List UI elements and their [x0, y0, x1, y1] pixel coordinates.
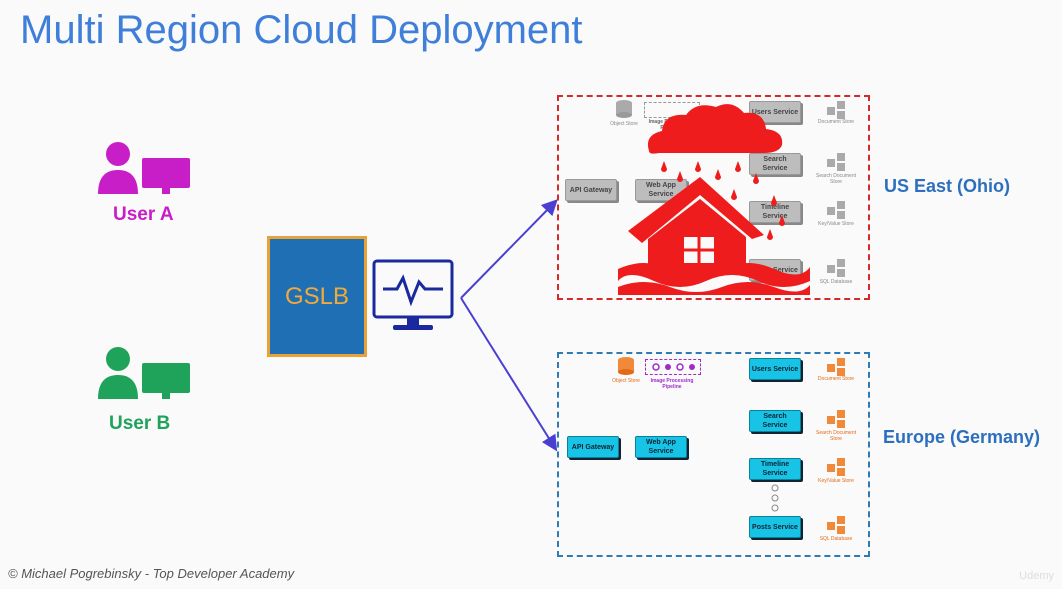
users-service: Users Service	[749, 358, 801, 380]
api-gateway: API Gateway	[567, 436, 619, 458]
user-a-label: User A	[113, 204, 174, 225]
web-app-service: Web App Service	[635, 179, 687, 201]
user-b-icon	[98, 347, 190, 399]
udemy-watermark: Udemy	[1019, 570, 1054, 582]
document-store-icon	[827, 358, 845, 376]
pipeline-nodes-icon	[652, 363, 695, 371]
key-value-store-icon	[827, 458, 845, 476]
search-document-store-label: Search Document Store	[815, 173, 857, 185]
posts-service: Posts Service	[749, 516, 801, 538]
api-gateway: API Gateway	[565, 179, 617, 201]
timeline-service: Timeline Service	[749, 458, 801, 480]
region-europe: Object Store Image Processing Pipeline A…	[557, 352, 870, 557]
pipeline-label: Image Processing Pipeline	[650, 378, 694, 390]
monitor-heartbeat-icon	[372, 259, 454, 330]
routing-arrows	[460, 199, 558, 452]
region-europe-label: Europe (Germany)	[883, 427, 1041, 447]
timeline-chain-icon	[771, 484, 779, 512]
object-store-label: Object Store	[612, 378, 640, 384]
document-store-label: Document Store	[817, 376, 855, 382]
search-document-store-icon	[827, 410, 845, 428]
sql-database-label: SQL Database	[819, 279, 853, 285]
key-value-store-label: Key/Value Store	[818, 221, 854, 227]
key-value-store-icon	[827, 201, 845, 219]
search-document-store-icon	[827, 153, 845, 171]
user-a-icon	[98, 142, 190, 194]
region-us-label: US East (Ohio)	[884, 176, 1011, 196]
region-us-east: Object Store Image Processing Pipeline A…	[557, 95, 870, 300]
web-app-service: Web App Service	[635, 436, 687, 458]
sql-database-icon	[827, 516, 845, 534]
object-store-icon	[616, 100, 632, 118]
search-service: Search Service	[749, 410, 801, 432]
key-value-store-label: Key/Value Store	[818, 478, 854, 484]
gslb-box: GSLB	[267, 236, 367, 357]
users-service: Users Service	[749, 101, 801, 123]
gslb-label: GSLB	[284, 282, 350, 310]
document-store-label: Document Store	[817, 119, 855, 125]
document-store-icon	[827, 101, 845, 119]
sql-database-label: SQL Database	[819, 536, 853, 542]
page-title: Multi Region Cloud Deployment	[20, 8, 583, 52]
copyright-footer: © Michael Pogrebinsky - Top Developer Ac…	[8, 566, 295, 581]
object-store-label: Object Store	[610, 121, 638, 127]
user-b-label: User B	[109, 413, 171, 434]
search-document-store-label: Search Document Store	[815, 430, 857, 442]
sql-database-icon	[827, 259, 845, 277]
flood-disaster-icon	[618, 104, 810, 295]
object-store-icon	[618, 357, 634, 375]
pipeline-box	[645, 359, 701, 375]
search-service: Search Service	[749, 153, 801, 175]
